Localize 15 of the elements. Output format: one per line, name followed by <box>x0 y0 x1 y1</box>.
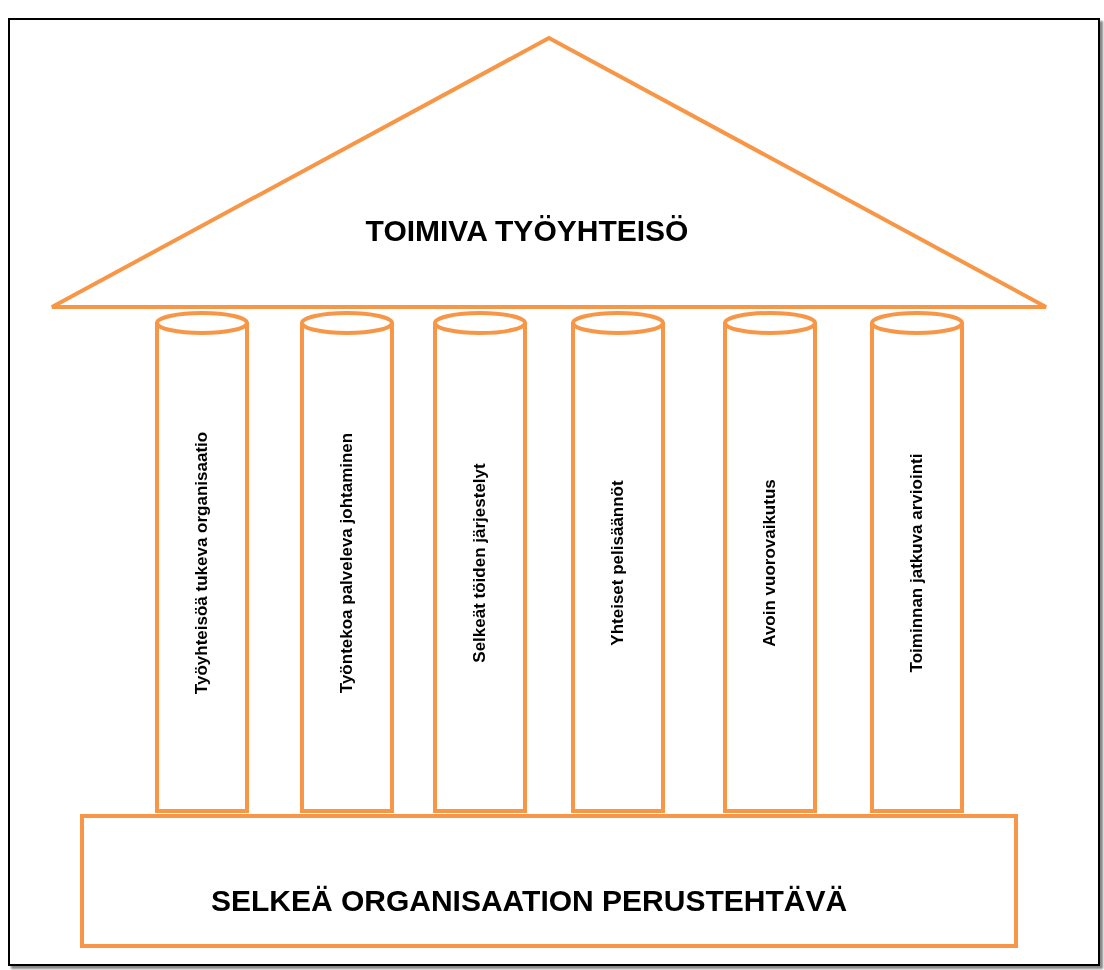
pillar-cylinder <box>155 313 249 813</box>
pillar-label: Työyhteisöä tukeva organisaatio <box>192 431 212 695</box>
pillar-cylinder <box>571 313 665 813</box>
pillar-label: Yhteiset pelisäännöt <box>608 480 628 646</box>
roof-title: TOIMIVA TYÖYHTEISÖ <box>364 214 690 248</box>
roof-triangle <box>50 36 1048 309</box>
foundation-title: SELKEÄ ORGANISAATION PERUSTEHTÄVÄ <box>209 884 849 918</box>
pillar-label: Avoin vuorovaikutus <box>760 479 780 647</box>
pillar-label: Selkeät töiden järjestelyt <box>470 463 490 663</box>
pillar-label: Toiminnan jatkuva arviointi <box>907 453 927 673</box>
pillar-cylinder <box>870 313 964 813</box>
pillar-cylinder <box>433 313 527 813</box>
pillar-cylinder <box>300 313 394 813</box>
pillar-cylinder <box>723 313 817 813</box>
pillar-label: Työntekoa palveleva johtaminen <box>337 432 357 694</box>
